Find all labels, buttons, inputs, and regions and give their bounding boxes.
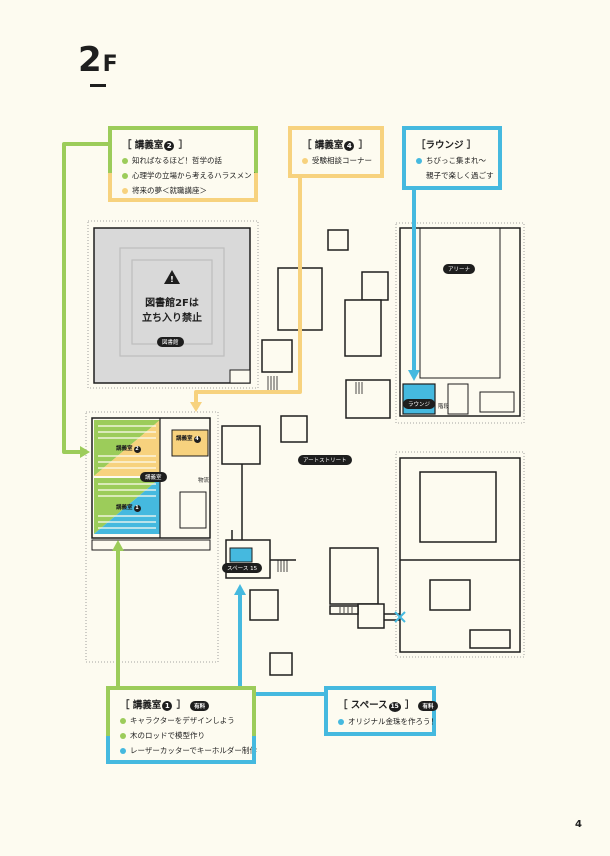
room1-item-3: レーザーカッターでキーホルダー制作 [120, 745, 257, 756]
lounge-item-2: 親子で楽しく過ごす [426, 171, 494, 180]
svg-text:!: ! [170, 275, 174, 284]
room1-item-2: 木のロッドで模型作り [120, 730, 242, 741]
lounge-tag: ラウンジ [403, 399, 436, 409]
space15-item-1: オリジナル金珠を作ろう！ [338, 716, 438, 727]
route-room2 [62, 142, 108, 454]
room1-item-1: キャラクターをデザインしよう [120, 715, 242, 726]
warning-icon [164, 270, 180, 284]
room2-item-2: 心理学の立場から考えるハラスメント [122, 170, 259, 181]
south-east-building [399, 457, 521, 653]
space15-fill [229, 547, 253, 563]
arena [399, 227, 521, 417]
library-outline [87, 220, 259, 389]
paid-badge: 有料 [418, 700, 438, 711]
library-notice: 図書館2Fは 立ち入り禁止 [142, 298, 202, 324]
lounge-heading: ［ラウンジ ］ [416, 140, 477, 151]
room1-fill-blue [94, 478, 160, 534]
floor-title: 2F [78, 40, 119, 80]
route-room4 [194, 176, 302, 404]
page-number: 4 [575, 819, 582, 830]
room-main-tag: 講義室 [140, 472, 167, 482]
paid-badge: 有料 [190, 700, 210, 711]
title-underline [90, 84, 106, 87]
west-wing-outline [85, 411, 219, 663]
south-east-outline [395, 451, 525, 658]
arena-outline [395, 222, 525, 424]
stairs-label: 階段 [438, 404, 450, 410]
room2-item-3: 将来の夢＜就職講座＞ [122, 185, 244, 196]
storage-label: 物流 [198, 478, 210, 484]
lounge-item-1: ちびっこ集まれ～ [416, 155, 488, 166]
library: ! [93, 227, 251, 384]
art-street-tag: アートストリート [298, 455, 352, 465]
room4-item-1: 受験相談コーナー [302, 155, 372, 166]
space15-tag: スペース 15 [222, 563, 263, 573]
room4-fill [171, 429, 209, 457]
room2-item-1: 知ればなるほど！哲学の話 [122, 155, 244, 166]
arena-tag: アリーナ [443, 264, 476, 274]
library-tag: 図書館 [157, 337, 184, 347]
closed-passage-mark [394, 611, 406, 623]
lounge-info-box: ［ラウンジ ］ ちびっこ集まれ～ 親子で楽しく過ごす [402, 126, 502, 190]
